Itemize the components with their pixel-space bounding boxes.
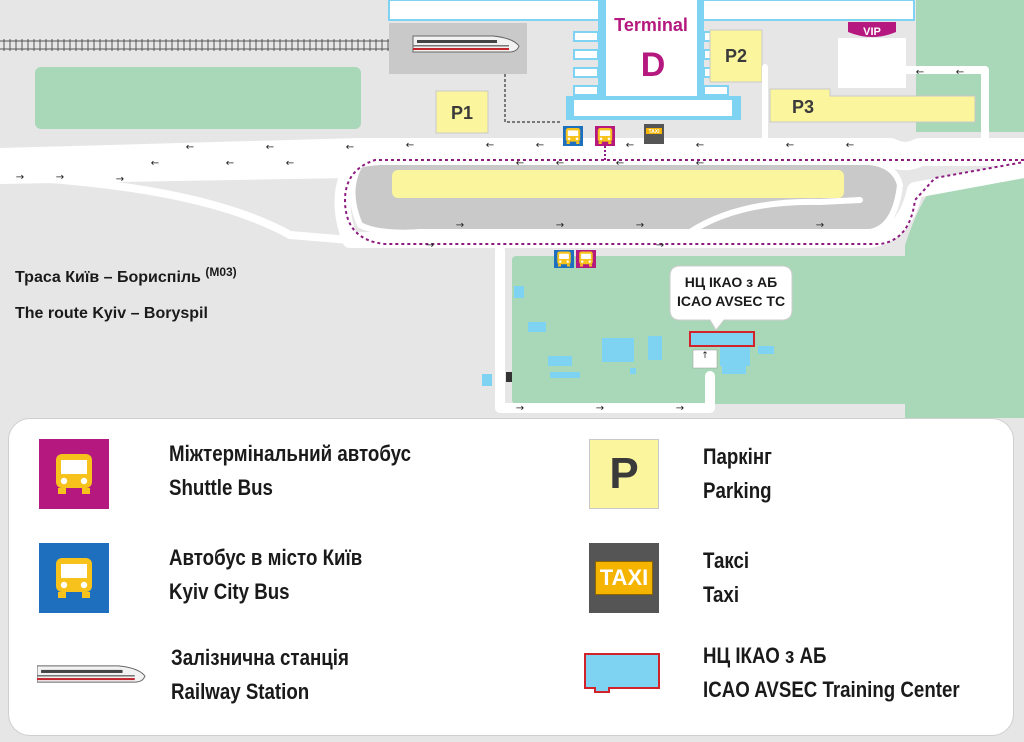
svg-text:→: → xyxy=(556,220,564,231)
legend-taxi: TAXI Таксі Taxi xyxy=(589,543,757,613)
svg-text:←: ← xyxy=(956,67,964,78)
svg-text:→: → xyxy=(16,172,24,183)
legend-city-bus-en: Kyiv City Bus xyxy=(169,579,290,604)
legend-taxi-ua: Таксі xyxy=(703,548,750,573)
parking-p3 xyxy=(769,88,976,123)
svg-text:←: ← xyxy=(516,158,524,169)
svg-text:←: ← xyxy=(486,140,494,151)
svg-text:←: ← xyxy=(406,140,414,151)
training-center-building xyxy=(689,331,755,347)
map-legend: Міжтермінальний автобус Shuttle Bus Авто… xyxy=(8,418,1014,736)
svg-text:←: ← xyxy=(266,142,274,153)
svg-text:←: ← xyxy=(616,158,624,169)
vip-building xyxy=(838,38,906,88)
green-area-west xyxy=(35,67,361,129)
svg-text:→: → xyxy=(656,240,664,251)
svg-text:←: ← xyxy=(626,140,634,151)
city-bus-stop-south xyxy=(554,250,574,268)
railway-train xyxy=(412,35,520,53)
road-edge xyxy=(504,74,560,123)
shuttle-bus-stop-south xyxy=(576,250,596,268)
svg-text:←: ← xyxy=(556,158,564,169)
parking-icon: P xyxy=(589,439,659,509)
training-center-grounds xyxy=(512,256,910,404)
legend-taxi-en: Taxi xyxy=(703,582,740,607)
legend-training-en: ICAO AVSEC Training Center xyxy=(703,677,960,702)
legend-city-bus-ua: Автобус в місто Київ xyxy=(169,545,363,570)
legend-city-bus: Автобус в місто Київ Kyiv City Bus xyxy=(39,543,396,613)
city-bus-icon xyxy=(39,543,109,613)
svg-text:←: ← xyxy=(226,158,234,169)
legend-shuttle-en: Shuttle Bus xyxy=(169,475,273,500)
city-bus-stop-terminal xyxy=(563,126,583,146)
svg-text:→: → xyxy=(676,403,684,414)
parking-p2 xyxy=(709,29,763,83)
taxi-icon: TAXI xyxy=(589,543,659,613)
route-label-ua: Траса Київ – Бориспіль (M03) xyxy=(15,265,237,286)
svg-text:←: ← xyxy=(536,140,544,151)
parking-p3-label: P3 xyxy=(792,97,814,117)
legend-training-ua: НЦ ІКАО з АБ xyxy=(703,643,827,668)
parking-p1 xyxy=(435,90,489,134)
callout-label-ua: НЦ ІКАО з АБ xyxy=(685,274,777,290)
road-network xyxy=(0,64,1024,413)
svg-text:→: → xyxy=(636,220,644,231)
legend-railway-ua: Залізнична станція xyxy=(171,645,349,670)
legend-railway: Залізнична станція Railway Station xyxy=(36,641,380,709)
svg-text:←: ← xyxy=(696,140,704,151)
training-center-callout xyxy=(669,265,793,331)
svg-text:←: ← xyxy=(286,158,294,169)
train-icon xyxy=(36,655,149,695)
svg-text:←: ← xyxy=(846,140,854,151)
terminal-letter: D xyxy=(641,46,666,84)
svg-text:TAXI: TAXI xyxy=(648,129,660,135)
airport-map: Terminal D VIP P1 P2 P3 ←←← ←←← ←←←← →→→… xyxy=(0,0,1024,418)
svg-text:→: → xyxy=(516,403,524,414)
svg-text:→: → xyxy=(116,174,124,185)
parking-p2-label: P2 xyxy=(725,46,747,66)
svg-text:→: → xyxy=(456,220,464,231)
terminal-d-building xyxy=(388,0,915,120)
svg-text:→: → xyxy=(596,403,604,414)
svg-text:←: ← xyxy=(696,158,704,169)
callout-label-en: ICAO AVSEC TC xyxy=(677,293,785,309)
shuttle-bus-stop-terminal xyxy=(595,126,615,146)
svg-text:←: ← xyxy=(346,142,354,153)
parking-p1-label: P1 xyxy=(451,103,473,123)
svg-text:→: → xyxy=(56,172,64,183)
legend-shuttle-bus: Міжтермінальний автобус Shuttle Bus xyxy=(39,439,454,509)
svg-text:→: → xyxy=(816,220,824,231)
route-label-en: The route Kyiv – Boryspil xyxy=(15,305,208,322)
training-center-gate xyxy=(692,349,718,369)
vip-badge xyxy=(848,22,896,37)
legend-parking-en: Parking xyxy=(703,478,772,503)
terminal-label: Terminal xyxy=(614,15,688,35)
svg-text:→: → xyxy=(426,240,434,251)
training-center-arrow: ↑ xyxy=(701,351,709,361)
taxi-stand-terminal: TAXI xyxy=(644,124,664,144)
legend-parking: P Паркінг Parking xyxy=(589,439,784,509)
svg-text:←: ← xyxy=(786,140,794,151)
railway-line xyxy=(0,39,410,51)
site-buildings xyxy=(482,286,774,386)
vip-label: VIP xyxy=(863,26,881,38)
shuttle-bus-icon xyxy=(39,439,109,509)
training-center-icon xyxy=(583,648,663,698)
direction-arrows: ←←← ←←← ←←←← →→→ ←←← ←←←← →→→→ →→ →→→ ←← xyxy=(16,67,964,414)
legend-parking-ua: Паркінг xyxy=(703,444,772,469)
legend-railway-en: Railway Station xyxy=(171,679,310,704)
green-area-southeast xyxy=(905,172,1024,418)
legend-shuttle-ua: Міжтермінальний автобус xyxy=(169,441,411,466)
svg-text:←: ← xyxy=(151,158,159,169)
legend-training-center: НЦ ІКАО з АБ ICAO AVSEC Training Center xyxy=(583,639,1005,707)
svg-text:←: ← xyxy=(186,142,194,153)
svg-text:←: ← xyxy=(916,67,924,78)
